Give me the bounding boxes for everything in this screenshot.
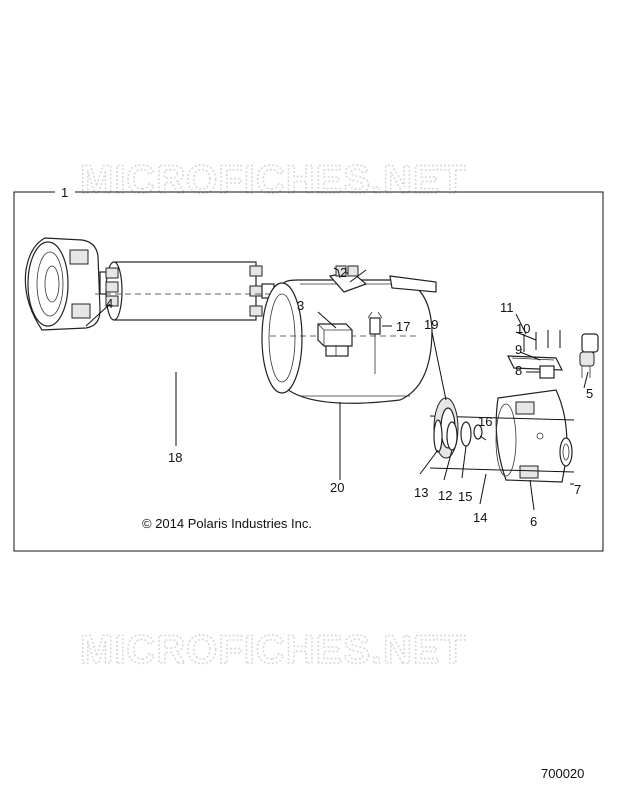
- watermark-bottom: MICROFICHES.NET: [80, 628, 466, 672]
- part-12-washer: [446, 421, 458, 451]
- part-13-washer: [433, 419, 443, 453]
- callout-17: 17: [396, 319, 410, 334]
- callout-5: 5: [586, 386, 593, 401]
- part-6-gear-housing: [429, 389, 575, 483]
- part-15-washer: [460, 421, 472, 447]
- part-17-wire-terminal: [367, 311, 383, 374]
- callout-4: 4: [106, 296, 113, 311]
- callout-2: 2: [340, 265, 347, 280]
- document-id: 700020: [541, 766, 584, 781]
- callout-16: 16: [478, 414, 492, 429]
- assembly-callout: 1: [61, 185, 68, 200]
- callout-9: 9: [515, 342, 522, 357]
- part-16-pin: [473, 424, 483, 440]
- assembly-frame: [13, 191, 604, 552]
- callout-3: 3: [297, 298, 304, 313]
- part-18-armature: [95, 261, 290, 321]
- part-5-switch: [579, 333, 599, 378]
- callout-12: 12: [438, 488, 452, 503]
- part-7-bearing: [559, 437, 573, 467]
- part-4-end-cap: [24, 237, 101, 331]
- callout-7: 7: [574, 482, 581, 497]
- part-11-screws: [523, 330, 561, 352]
- copyright-text: © 2014 Polaris Industries Inc.: [142, 516, 312, 531]
- watermark-top: MICROFICHES.NET: [80, 158, 466, 202]
- callout-18: 18: [168, 450, 182, 465]
- part-3-brush-holder: [317, 323, 353, 347]
- callout-8: 8: [515, 363, 522, 378]
- callout-11: 11: [500, 300, 514, 315]
- callout-15: 15: [458, 489, 472, 504]
- callout-14: 14: [473, 510, 487, 525]
- callout-13: 13: [414, 485, 428, 500]
- part-8-block: [539, 365, 555, 379]
- callout-20: 20: [330, 480, 344, 495]
- callout-10: 10: [516, 321, 530, 336]
- callout-6: 6: [530, 514, 537, 529]
- callout-19: 19: [424, 317, 438, 332]
